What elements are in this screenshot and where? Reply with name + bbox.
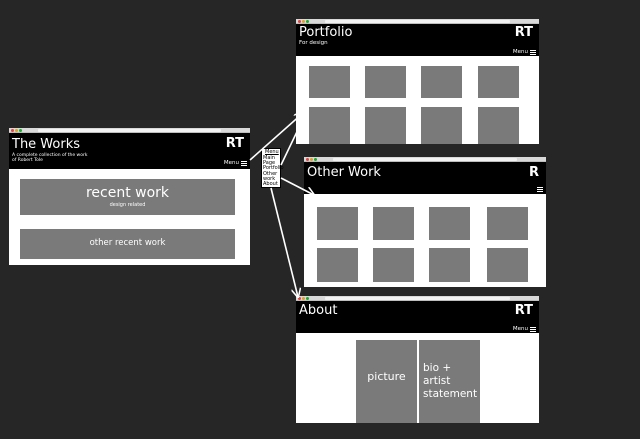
other-work-thumbnail[interactable] bbox=[317, 248, 358, 282]
other-work-thumbnail[interactable] bbox=[373, 207, 414, 240]
other-work-thumbnail[interactable] bbox=[429, 207, 470, 240]
dropdown-item-portfolio[interactable]: Portfolio bbox=[263, 165, 284, 171]
portfolio-browser-chrome bbox=[296, 19, 539, 24]
works-header: The Works A complete collection of the w… bbox=[9, 133, 250, 169]
other-work-address-bar[interactable] bbox=[333, 158, 517, 161]
portfolio-title: Portfolio bbox=[299, 25, 353, 40]
works-browser-chrome bbox=[9, 128, 250, 133]
portfolio-thumbnail[interactable] bbox=[365, 107, 406, 144]
dropdown-item-main[interactable]: Main bbox=[263, 155, 275, 161]
other-work-browser-chrome bbox=[304, 157, 546, 162]
rt-logo[interactable]: RT bbox=[514, 303, 533, 318]
about-title: About bbox=[299, 303, 338, 318]
other-work-thumbnail[interactable] bbox=[373, 248, 414, 282]
portfolio-thumbnail[interactable] bbox=[421, 107, 462, 144]
hamburger-icon[interactable] bbox=[537, 187, 543, 192]
portfolio-thumbnail[interactable] bbox=[421, 66, 462, 98]
hamburger-icon bbox=[530, 49, 536, 55]
portfolio-thumbnail[interactable] bbox=[478, 66, 519, 98]
recent-work-sublabel: design related bbox=[109, 202, 146, 208]
dropdown-menu-label: Menu bbox=[265, 149, 279, 155]
maximize-dot[interactable] bbox=[306, 20, 309, 23]
about-menu-button[interactable]: Menu bbox=[513, 326, 536, 332]
other-work-thumbnail[interactable] bbox=[487, 207, 528, 240]
portfolio-subtitle: For design bbox=[299, 40, 328, 46]
arrow-dropdown-to-portfolio bbox=[280, 115, 305, 166]
rt-logo[interactable]: RT bbox=[225, 136, 244, 151]
arrow-to-other-work bbox=[280, 177, 314, 195]
hamburger-icon bbox=[530, 326, 536, 332]
works-menu-button[interactable]: Menu bbox=[224, 160, 247, 166]
about-bio: bio + artist statement bbox=[419, 340, 480, 423]
dropdown-item-about[interactable]: About bbox=[263, 181, 278, 187]
close-dot[interactable] bbox=[306, 158, 309, 161]
minimize-dot[interactable] bbox=[302, 20, 305, 23]
arrow-to-portfolio bbox=[249, 113, 303, 161]
recent-work-label: recent work bbox=[85, 185, 170, 201]
portfolio-window: Portfolio For design RT Menu bbox=[296, 19, 539, 144]
minimize-dot[interactable] bbox=[15, 129, 18, 132]
portfolio-thumbnail[interactable] bbox=[365, 66, 406, 98]
other-work-thumbnail[interactable] bbox=[317, 207, 358, 240]
portfolio-menu-button[interactable]: Menu bbox=[513, 49, 536, 55]
portfolio-menu-label: Menu bbox=[512, 49, 528, 55]
other-work-window: Other Work R bbox=[304, 157, 546, 287]
picture-label: picture bbox=[367, 370, 406, 383]
about-header: About RT Menu bbox=[296, 301, 539, 333]
works-subtitle-line1: A complete collection of the work bbox=[12, 153, 88, 158]
dropdown-item-other[interactable]: Other bbox=[263, 171, 278, 177]
dropdown-item-page[interactable]: Page bbox=[263, 160, 276, 166]
maximize-dot[interactable] bbox=[19, 129, 22, 132]
about-address-bar[interactable] bbox=[325, 297, 510, 300]
arrow-to-about bbox=[270, 187, 298, 297]
maximize-dot[interactable] bbox=[306, 297, 309, 300]
recent-work-button[interactable]: recent work design related bbox=[20, 179, 235, 215]
works-window: The Works A complete collection of the w… bbox=[9, 128, 250, 265]
minimize-dot[interactable] bbox=[310, 158, 313, 161]
works-menu-label: Menu bbox=[223, 160, 239, 166]
other-work-thumbnail[interactable] bbox=[429, 248, 470, 282]
about-menu-label: Menu bbox=[512, 326, 528, 332]
close-dot[interactable] bbox=[298, 20, 301, 23]
close-dot[interactable] bbox=[11, 129, 14, 132]
bio-line1: bio + bbox=[423, 362, 452, 374]
portfolio-thumbnail[interactable] bbox=[309, 66, 350, 98]
other-recent-work-label: other recent work bbox=[89, 238, 166, 248]
hamburger-icon bbox=[241, 160, 247, 166]
r-logo[interactable]: R bbox=[528, 165, 539, 180]
portfolio-address-bar[interactable] bbox=[325, 20, 510, 23]
rt-logo[interactable]: RT bbox=[514, 25, 533, 40]
works-title: The Works bbox=[12, 137, 81, 152]
portfolio-thumbnail[interactable] bbox=[478, 107, 519, 144]
minimize-dot[interactable] bbox=[302, 297, 305, 300]
dropdown-item-work[interactable]: work bbox=[263, 176, 276, 182]
works-subtitle: A complete collection of the work of Rob… bbox=[12, 153, 88, 163]
menu-dropdown[interactable]: Menu Main Page Portfolio Other work Abou… bbox=[261, 148, 284, 188]
bio-line2: artist bbox=[423, 375, 451, 387]
works-address-bar[interactable] bbox=[37, 129, 222, 132]
other-work-thumbnail[interactable] bbox=[487, 248, 528, 282]
works-subtitle-line2: of Robert Tole bbox=[12, 157, 43, 163]
other-work-title: Other Work bbox=[307, 165, 381, 180]
other-work-header: Other Work R bbox=[304, 162, 546, 194]
bio-text: bio + artist statement bbox=[423, 362, 477, 401]
about-window: About RT Menu picture bio + artist state… bbox=[296, 296, 539, 423]
portfolio-header: Portfolio For design RT Menu bbox=[296, 24, 539, 56]
maximize-dot[interactable] bbox=[314, 158, 317, 161]
about-picture: picture bbox=[356, 340, 417, 423]
other-recent-work-button[interactable]: other recent work bbox=[20, 229, 235, 259]
bio-line3: statement bbox=[423, 388, 478, 400]
portfolio-thumbnail[interactable] bbox=[309, 107, 350, 144]
